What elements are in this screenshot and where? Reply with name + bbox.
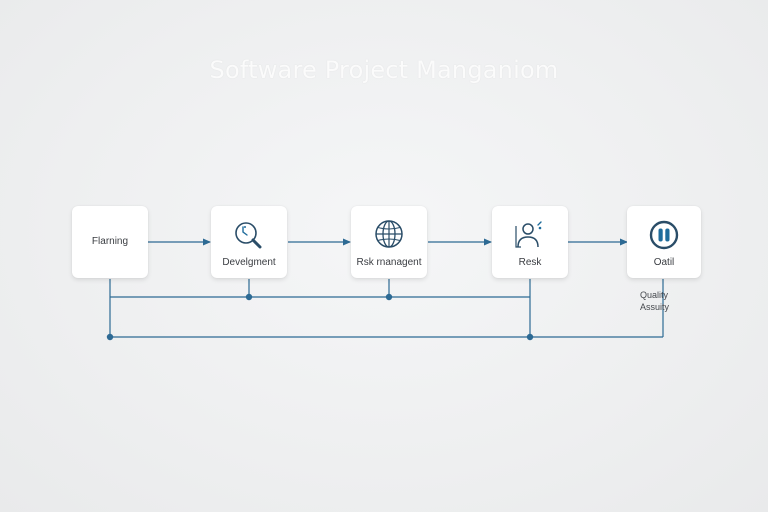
node-label: Flarning: [91, 236, 129, 247]
user-icon: [515, 221, 542, 248]
node-resource[interactable]: Resk: [492, 206, 568, 278]
magnifier-icon: [235, 222, 262, 249]
node-label: Oatil: [653, 257, 675, 268]
node-quality[interactable]: Oatil: [627, 206, 701, 278]
node-label: Rsk rnanagent: [356, 257, 422, 268]
quality-annotation: Quality Assuity: [640, 289, 669, 313]
globe-icon: [375, 220, 403, 248]
junction-dot: [245, 293, 253, 301]
node-planning[interactable]: Flarning: [72, 206, 148, 278]
node-label: Develgment: [222, 257, 276, 268]
junction-dot: [385, 293, 393, 301]
junction-dot: [526, 333, 534, 341]
diagram-title: Software Project Manganiom: [209, 56, 559, 84]
junction-dot: [106, 333, 114, 341]
annotation-line: Assuity: [640, 302, 670, 312]
node-development[interactable]: Develgment: [211, 206, 287, 278]
node-risk-management[interactable]: Rsk rnanagent: [351, 206, 427, 278]
pause-icon: [649, 220, 679, 250]
annotation-line: Quality: [640, 290, 669, 300]
node-label: Resk: [518, 257, 542, 268]
